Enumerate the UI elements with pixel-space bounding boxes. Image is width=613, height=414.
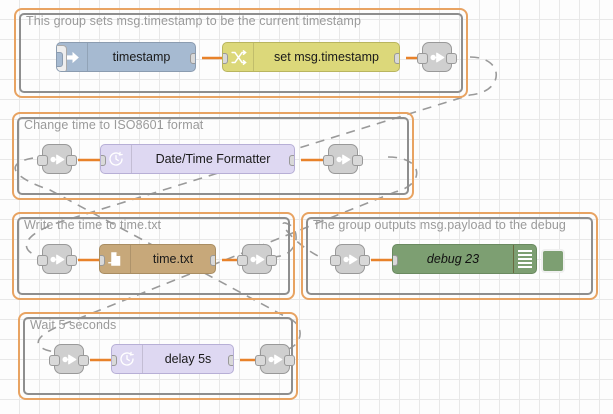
inject-trigger-button[interactable] <box>57 45 67 71</box>
output-port[interactable] <box>228 355 233 366</box>
node-link-in-2[interactable] <box>37 144 77 174</box>
debug-lines-icon <box>514 250 536 268</box>
output-port[interactable] <box>359 255 370 266</box>
input-port[interactable] <box>237 255 248 266</box>
group-label-delay: Wait 5 seconds <box>30 318 117 332</box>
input-port[interactable] <box>255 355 266 366</box>
link-in-icon <box>49 254 64 264</box>
node-inject-timestamp[interactable]: timestamp <box>56 42 196 72</box>
link-in-icon <box>61 354 76 364</box>
link-out-icon <box>267 354 282 364</box>
input-port[interactable] <box>100 255 105 266</box>
link-in-icon <box>49 154 64 164</box>
input-port[interactable] <box>112 355 117 366</box>
input-port[interactable] <box>37 155 48 166</box>
group-inner-border <box>306 217 593 295</box>
output-port[interactable] <box>284 355 295 366</box>
output-port[interactable] <box>78 355 89 366</box>
input-port[interactable] <box>101 155 106 166</box>
input-port[interactable] <box>393 255 398 266</box>
node-label: set msg.timestamp <box>274 50 379 64</box>
input-port[interactable] <box>330 255 341 266</box>
group-delay[interactable]: Wait 5 seconds delay 5s <box>18 312 298 400</box>
output-port[interactable] <box>289 155 294 166</box>
group-inner-border <box>19 13 463 93</box>
change-shuffle-icon <box>223 43 254 71</box>
group-timestamp[interactable]: This group sets msg.timestamp to be the … <box>14 8 468 98</box>
node-link-out-1[interactable] <box>417 42 457 72</box>
node-delay-5s[interactable]: delay 5s <box>111 344 234 374</box>
output-port[interactable] <box>66 155 77 166</box>
node-label: delay 5s <box>164 352 212 366</box>
output-port[interactable] <box>210 255 215 266</box>
link-out-icon <box>429 52 444 62</box>
output-port[interactable] <box>266 255 277 266</box>
input-port[interactable] <box>37 255 48 266</box>
node-label: debug 23 <box>426 252 480 266</box>
node-label: Date/Time Formatter <box>155 152 271 166</box>
node-link-out-5[interactable] <box>255 344 295 374</box>
output-port[interactable] <box>190 53 195 64</box>
debug-separator <box>513 245 514 273</box>
debug-toggle-button[interactable] <box>541 249 565 273</box>
node-link-out-3[interactable] <box>237 244 277 274</box>
node-label: timestamp <box>112 50 171 64</box>
input-port[interactable] <box>223 53 228 64</box>
link-in-icon <box>342 254 357 264</box>
output-port[interactable] <box>66 255 77 266</box>
group-write-file[interactable]: Write the time to time.txt time.txt <box>12 212 295 300</box>
node-link-in-3[interactable] <box>37 244 77 274</box>
node-debug-23[interactable]: debug 23 <box>392 244 537 274</box>
file-write-icon <box>100 245 131 273</box>
node-change-set-timestamp[interactable]: set msg.timestamp <box>222 42 400 72</box>
node-link-in-4[interactable] <box>330 244 370 274</box>
link-out-icon <box>335 154 350 164</box>
node-moment-formatter[interactable]: Date/Time Formatter <box>100 144 295 174</box>
input-port[interactable] <box>49 355 60 366</box>
group-iso8601[interactable]: Change time to ISO8601 format Date/Time … <box>12 112 414 200</box>
node-link-in-5[interactable] <box>49 344 89 374</box>
output-port[interactable] <box>352 155 363 166</box>
output-port[interactable] <box>446 53 457 64</box>
input-port[interactable] <box>417 53 428 64</box>
group-label-debug: The group outputs msg.payload to the deb… <box>313 218 566 232</box>
link-out-icon <box>249 254 264 264</box>
group-debug[interactable]: The group outputs msg.payload to the deb… <box>301 212 598 300</box>
group-inner-border <box>17 117 409 195</box>
node-label: time.txt <box>152 252 194 266</box>
group-label-write-file: Write the time to time.txt <box>24 218 162 232</box>
inject-arrow-icon <box>57 43 88 71</box>
input-port[interactable] <box>323 155 334 166</box>
output-port[interactable] <box>394 53 399 64</box>
group-label-iso8601: Change time to ISO8601 format <box>24 118 204 132</box>
group-inner-border <box>17 217 290 295</box>
clock-icon <box>112 345 143 373</box>
node-link-out-2[interactable] <box>323 144 363 174</box>
group-label-timestamp: This group sets msg.timestamp to be the … <box>26 14 361 28</box>
clock-icon <box>101 145 132 173</box>
node-file-timetxt[interactable]: time.txt <box>99 244 216 274</box>
